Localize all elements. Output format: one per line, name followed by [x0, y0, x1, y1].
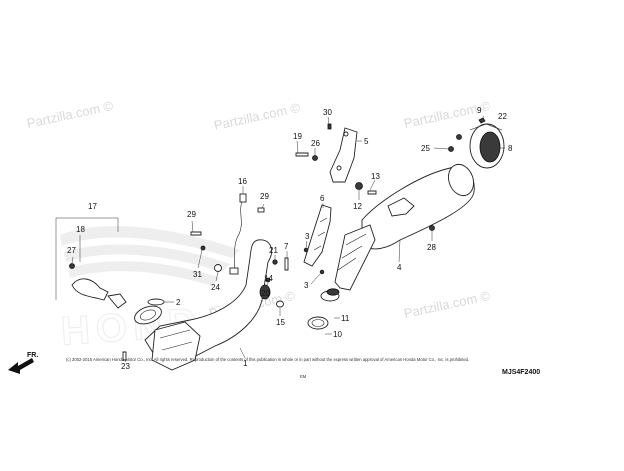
gasket-2	[147, 298, 165, 306]
clamp-10	[307, 316, 329, 330]
callout-27: 27	[67, 246, 76, 255]
bolt-29-left	[190, 231, 202, 236]
bolt-29-upper	[257, 207, 265, 213]
callout-31: 31	[193, 270, 202, 279]
callout-24: 24	[211, 283, 220, 292]
bolt-3-lower	[319, 269, 325, 275]
callout-29-upper: 29	[260, 192, 269, 201]
rubber-mount-12	[355, 182, 363, 190]
bolt-9	[456, 134, 462, 140]
screw-22	[478, 117, 486, 124]
callout-12: 12	[353, 202, 362, 211]
end-cap-ring	[469, 123, 505, 169]
callout-6: 6	[320, 194, 325, 203]
callout-18: 18	[76, 225, 85, 234]
callout-9: 9	[477, 106, 482, 115]
front-arrow-icon	[8, 358, 34, 374]
callout-14: 14	[264, 274, 273, 283]
bolt-21	[272, 259, 278, 265]
muffler-body	[334, 163, 475, 291]
bolt-13	[367, 190, 377, 195]
callout-19: 19	[293, 132, 302, 141]
callout-13: 13	[371, 172, 380, 181]
nut-28	[429, 225, 435, 231]
bolt-19	[295, 152, 309, 157]
callout-20: 20	[261, 289, 270, 298]
bolt-23	[122, 351, 127, 361]
joint-collar-11	[320, 288, 340, 302]
callout-21: 21	[269, 246, 278, 255]
muffler-bracket	[329, 127, 358, 183]
watermark-text: Partzilla.com ©	[403, 288, 492, 321]
callout-7: 7	[284, 242, 289, 251]
bolt-30	[327, 123, 332, 130]
callout-8: 8	[508, 144, 513, 153]
callout-26: 26	[311, 139, 320, 148]
front-label: FR.	[27, 352, 38, 359]
bolt-20	[265, 277, 271, 283]
callout-16: 16	[238, 177, 247, 186]
callout-22: 22	[498, 112, 507, 121]
washer-31	[200, 245, 206, 251]
callout-29-left: 29	[187, 210, 196, 219]
callout-10: 10	[333, 330, 342, 339]
callout-3-upper: 3	[305, 232, 310, 241]
callout-17: 17	[88, 202, 97, 211]
callout-2: 2	[176, 298, 181, 307]
callout-23: 23	[121, 362, 130, 371]
callout-25: 25	[421, 144, 430, 153]
inset-box-17	[55, 217, 127, 309]
watermark-text: Partzilla.com ©	[213, 100, 302, 133]
bolt-7	[284, 257, 289, 271]
washer-25	[448, 146, 454, 152]
exhaust-pipe	[134, 239, 272, 371]
washer-15	[276, 300, 284, 308]
callout-3-lower: 3	[304, 281, 309, 290]
diagram-code: MJS4F2400	[502, 369, 540, 376]
callout-5: 5	[364, 137, 369, 146]
front-direction-indicator: FR.	[8, 352, 38, 374]
washer-24	[214, 264, 222, 272]
heat-shield	[303, 204, 332, 267]
callout-15: 15	[276, 318, 285, 327]
callout-11: 11	[341, 314, 350, 323]
gasket-14	[259, 284, 271, 300]
small-mark: EM	[300, 374, 307, 379]
bolt-3-upper	[303, 247, 309, 253]
washer-26	[312, 155, 318, 161]
callout-labels: 30 19 26 5 9 22 25 8 13 12 16 29 6 4 28 …	[67, 106, 513, 371]
o2-sensor	[229, 193, 247, 275]
callout-28: 28	[427, 243, 436, 252]
callout-30: 30	[323, 108, 332, 117]
callout-1: 1	[243, 359, 248, 368]
copyright-notice: (c) 2002-2015 American Honda Motor Co., …	[66, 357, 469, 362]
leader-lines	[71, 115, 505, 363]
watermark-text: Partzilla.com ©	[26, 98, 115, 131]
callout-4: 4	[397, 263, 402, 272]
